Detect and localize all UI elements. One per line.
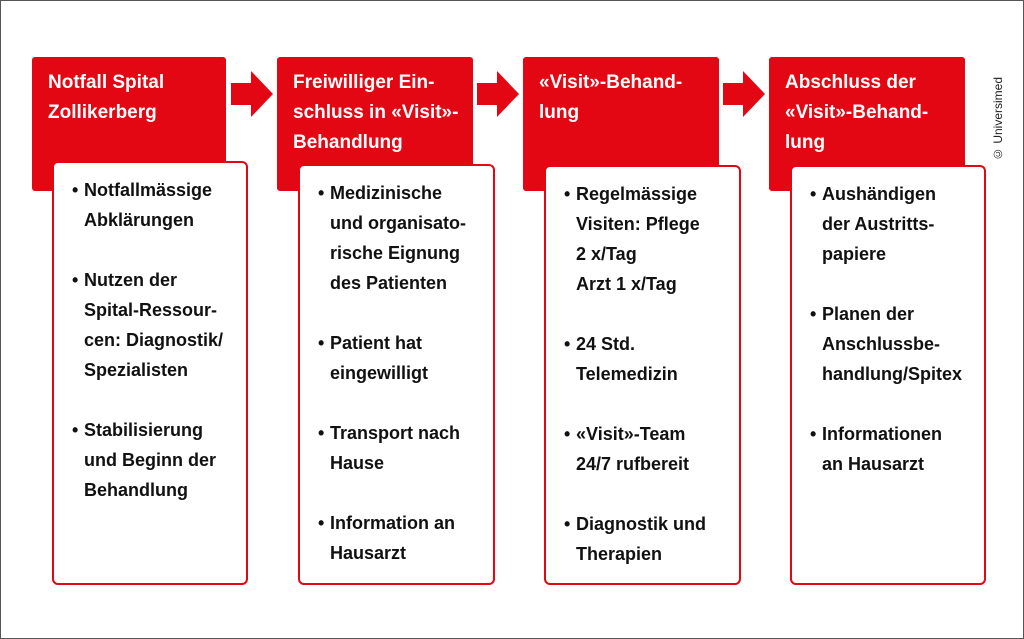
- step-3-bullet-1: Regelmässige Visiten: Pflege 2 x/Tag Arz…: [564, 179, 731, 299]
- step-3-card: Regelmässige Visiten: Pflege 2 x/Tag Arz…: [544, 165, 741, 585]
- step-2-bullet-2: Patient hat eingewilligt: [318, 328, 485, 388]
- step-1-bullet-2: Nutzen der Spital-Ressour- cen: Diagnost…: [72, 265, 238, 385]
- step-4-bullet-1: Aushändigen der Austritts- papiere: [810, 179, 976, 269]
- step-1-bullet-1: Notfallmässige Abklärungen: [72, 175, 238, 235]
- step-3-bullet-2: 24 Std. Telemedizin: [564, 329, 731, 389]
- step-4-bullet-2: Planen der Anschlussbe- handlung/Spitex: [810, 299, 976, 389]
- step-3-bullet-4: Diagnostik und Therapien: [564, 509, 731, 569]
- step-2-bullet-4: Information an Hausarzt: [318, 508, 485, 568]
- step-4-bullet-3: Informationen an Hausarzt: [810, 419, 976, 479]
- step-3-title-line-2: lung: [539, 102, 580, 123]
- step-3-bullet-3: «Visit»-Team 24/7 rufbereit: [564, 419, 731, 479]
- step-2-title-line-3: Behandlung: [293, 132, 403, 153]
- arrow-right-icon: [723, 71, 765, 117]
- arrow-right-icon: [477, 71, 519, 117]
- step-2-title-line-2: schluss in «Visit»-: [293, 102, 459, 123]
- step-3-title-line-1: «Visit»-Behand-: [539, 72, 683, 93]
- step-2-bullet-3: Transport nach Hause: [318, 418, 485, 478]
- step-1-title-line-2: Zollikerberg: [48, 102, 157, 123]
- step-2-title-line-1: Freiwilliger Ein-: [293, 72, 435, 93]
- step-1-title-line-1: Notfall Spital: [48, 72, 165, 93]
- step-2-header: Freiwilliger Ein- schluss in «Visit»- Be…: [277, 57, 473, 191]
- copyright-label: © Universimed: [991, 76, 1005, 161]
- step-2-card: Medizinische und organisato- rische Eign…: [298, 164, 495, 585]
- step-1-bullet-3: Stabilisierung und Beginn der Behandlung: [72, 415, 238, 505]
- step-1-card: Notfallmässige Abklärungen Nutzen der Sp…: [52, 161, 248, 585]
- arrow-right-icon: [231, 71, 273, 117]
- step-2-bullet-1: Medizinische und organisato- rische Eign…: [318, 178, 485, 298]
- step-4-title-line-3: lung: [785, 132, 826, 153]
- step-4-title-line-1: Abschluss der: [785, 72, 916, 93]
- step-4-card: Aushändigen der Austritts- papiere Plane…: [790, 165, 986, 585]
- step-4-title-line-2: «Visit»-Behand-: [785, 102, 929, 123]
